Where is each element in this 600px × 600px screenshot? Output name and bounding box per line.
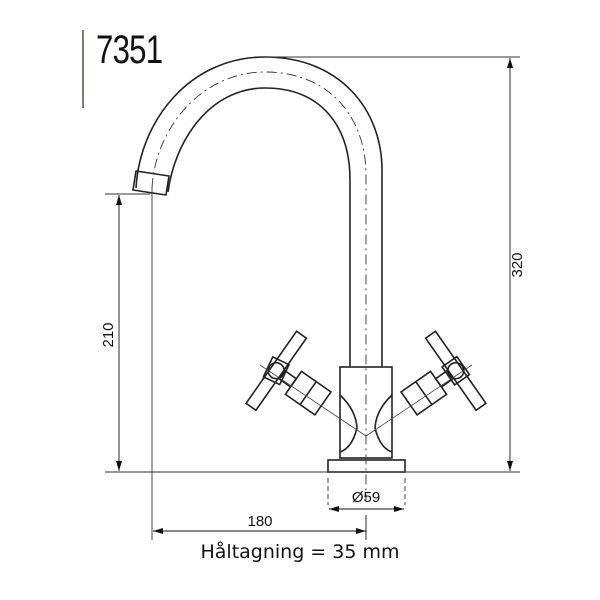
hole-size-caption: Håltagning = 35 mm [0, 541, 600, 563]
dim-total-height: 320 [509, 252, 526, 277]
model-number: 7351 [96, 28, 163, 72]
dim-spout-reach: 180 [247, 513, 272, 530]
spout-tip [132, 170, 170, 196]
dim-spout-height: 210 [100, 322, 117, 347]
faucet-outline [132, 56, 488, 473]
base-plate [327, 459, 406, 473]
spout-outer [135, 56, 383, 367]
caption-text: Håltagning = 35 mm [200, 541, 400, 563]
dim-base-diameter: Ø59 [352, 489, 380, 506]
title-accent-bar [82, 30, 84, 108]
extension-lines [105, 56, 520, 473]
center-lines [151, 71, 406, 540]
valve-axes [259, 364, 473, 437]
right-valve [399, 330, 488, 417]
dimension-lines [116, 58, 513, 540]
spout-inner [167, 87, 351, 367]
left-valve [244, 330, 333, 417]
